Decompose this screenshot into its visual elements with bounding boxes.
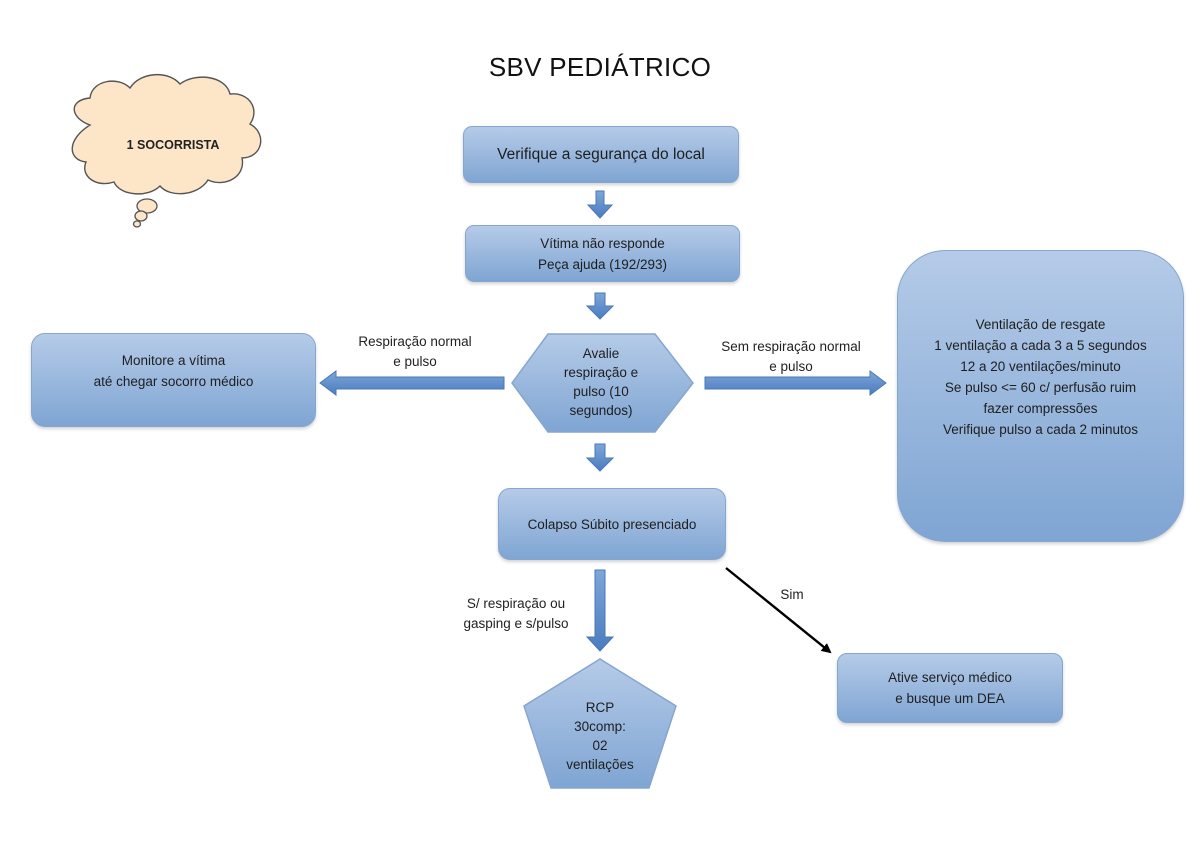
- arrow-collapse-to-activate: [725, 567, 832, 654]
- edge-label-no-breath-line-1: S/ respiração ou: [466, 596, 566, 611]
- assess-line-2: respiração e: [563, 365, 639, 380]
- edge-label-no-normal-line-1: Sem respiração normal: [721, 339, 861, 354]
- rescue-line-2: 1 ventilação a cada 3 a 5 segundos: [934, 338, 1147, 353]
- edge-label-no-breath-line-2: gasping e s/pulso: [463, 616, 569, 631]
- assess-text: Avalie respiração e pulso (10 segundos): [540, 344, 662, 420]
- collapse-box: Colapso Súbito presenciado: [498, 488, 726, 560]
- edge-label-normal-line-2: e pulso: [393, 354, 437, 369]
- check-scene-line-1: Verifique a segurança do local: [497, 146, 705, 163]
- assess-line-1: Avalie: [582, 346, 620, 361]
- unresponsive-line-1: Vítima não responde: [540, 235, 665, 251]
- assess-decision-hexagon: [511, 333, 694, 433]
- edge-label-no-normal: Sem respiração normal e pulso: [706, 337, 876, 377]
- monitor-line-2: até chegar socorro médico: [93, 374, 254, 389]
- rescue-line-1: Ventilação de resgate: [975, 317, 1106, 332]
- cloud-label: 1 SOCORRISTA: [126, 138, 220, 152]
- rcp-line-4: ventilações: [566, 757, 634, 772]
- unresponsive-line-2: Peça ajuda (192/293): [537, 256, 668, 272]
- monitor-box: Monitore a vítima até chegar socorro méd…: [31, 333, 316, 427]
- cloud-callout: [71, 73, 262, 228]
- rescue-line-3: 12 a 20 ventilações/minuto: [960, 359, 1121, 374]
- arrow-assess-to-rescue: [704, 370, 887, 396]
- activate-line-1: Ative serviço médico: [888, 670, 1012, 685]
- activate-box: Ative serviço médico e busque um DEA: [837, 653, 1063, 723]
- assess-line-4: segundos): [569, 403, 633, 418]
- rcp-pentagon: [523, 658, 677, 789]
- rescue-breathing-box: Ventilação de resgate 1 ventilação a cad…: [897, 250, 1184, 542]
- edge-label-no-normal-line-2: e pulso: [769, 359, 813, 374]
- rcp-line-1: RCP: [585, 700, 615, 715]
- check-scene-box: Verifique a segurança do local: [463, 126, 739, 183]
- monitor-line-1: Monitore a vítima: [121, 353, 226, 368]
- assess-line-3: pulso (10: [573, 384, 629, 399]
- edge-label-no-breath: S/ respiração ou gasping e s/pulso: [446, 594, 586, 634]
- rcp-line-3: 02: [592, 738, 608, 753]
- arrow-assess-to-monitor: [319, 370, 505, 396]
- rcp-line-2: 30comp:: [574, 719, 626, 734]
- arrow-unresponsive-to-assess: [585, 292, 615, 320]
- edge-label-normal-line-1: Respiração normal: [358, 334, 472, 349]
- rescue-line-4: Se pulso <= 60 c/ perfusão ruim: [944, 380, 1137, 395]
- page-title: SBV PEDIÁTRICO: [488, 52, 712, 82]
- arrow-assess-to-collapse: [585, 443, 615, 472]
- rescue-line-5: fazer compressões: [983, 401, 1098, 416]
- arrow-collapse-to-rcp: [585, 569, 615, 652]
- unresponsive-box: Vítima não responde Peça ajuda (192/293): [465, 225, 740, 282]
- edge-label-yes: Sim: [772, 585, 812, 605]
- edge-label-normal: Respiração normal e pulso: [340, 332, 490, 372]
- edge-label-yes-line-1: Sim: [780, 587, 804, 602]
- arrow-check-to-unresponsive: [586, 190, 614, 219]
- collapse-line-1: Colapso Súbito presenciado: [527, 516, 697, 532]
- rcp-text: RCP 30comp: 02 ventilações: [540, 698, 660, 774]
- rescue-line-6: Verifique pulso a cada 2 minutos: [942, 422, 1139, 437]
- activate-line-2: e busque um DEA: [895, 691, 1005, 706]
